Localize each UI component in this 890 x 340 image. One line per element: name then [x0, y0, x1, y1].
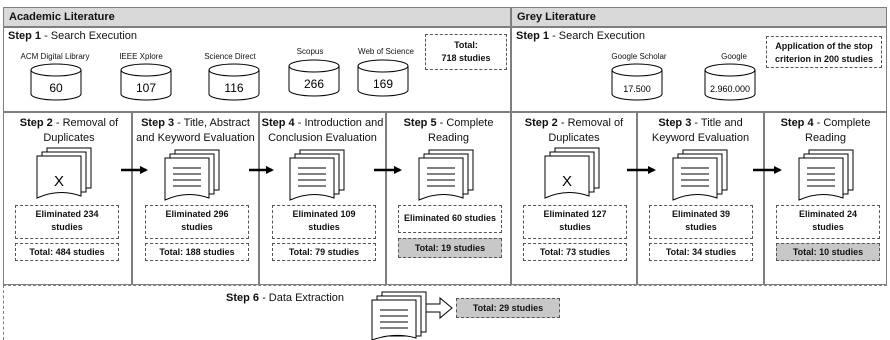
db-label-acm: ACM Digital Library	[20, 52, 90, 61]
source-count-google: 2.960.000	[710, 84, 750, 94]
academic-step5-eliminated: Eliminated 60 studies	[398, 205, 502, 233]
doc-stack-lines-icon	[371, 291, 427, 340]
academic-step5-panel	[386, 112, 511, 285]
step6-title: Step 6 - Data Extraction	[226, 292, 344, 304]
db-count-sciencedirect: 116	[224, 81, 243, 95]
db-label-ieee: IEEE Xplore	[119, 52, 163, 61]
doc-stack-lines-icon	[798, 149, 854, 201]
step6-panel-top-border	[3, 285, 887, 286]
grey-step3-total: Total: 34 studies	[649, 243, 753, 261]
academic-literature-header: Academic Literature	[3, 7, 511, 27]
doc-stack-x-icon: X	[36, 147, 92, 199]
svg-text:X: X	[562, 173, 572, 190]
doc-stack-lines-icon	[289, 149, 345, 201]
db-count-acm: 60	[49, 81, 63, 95]
db-count-scopus: 266	[304, 77, 324, 91]
database-cylinder-icon: 60	[30, 63, 82, 101]
academic-step2-total: Total: 484 studies	[15, 243, 119, 261]
academic-step4-panel	[259, 112, 386, 285]
academic-step1-panel	[3, 27, 511, 112]
grey-step1-panel	[511, 27, 887, 112]
step6-total: Total: 29 studies	[456, 298, 560, 318]
source-label-google-scholar: Google Scholar	[611, 52, 667, 61]
academic-step2-panel	[3, 112, 132, 285]
source-label-google: Google	[721, 52, 747, 61]
database-cylinder-icon: 116	[208, 63, 260, 101]
db-label-wos: Web of Science	[358, 47, 414, 56]
grey-step3-panel	[637, 112, 764, 285]
database-cylinder-icon: 2.960.000	[704, 63, 756, 101]
svg-text:X: X	[54, 173, 64, 190]
grey-step2-panel	[511, 112, 637, 285]
db-label-sciencedirect: Science Direct	[204, 52, 256, 61]
grey-step4-panel	[764, 112, 887, 285]
grey-literature-header: Grey Literature	[511, 7, 887, 27]
doc-stack-x-icon: X	[544, 147, 600, 199]
doc-stack-lines-icon	[418, 149, 474, 201]
academic-total-box: Total:718 studies	[425, 34, 507, 70]
academic-step5-total: Total: 19 studies	[398, 238, 502, 258]
block-arrow-right-icon	[425, 296, 453, 320]
doc-stack-lines-icon	[164, 149, 220, 201]
database-cylinder-icon: 169	[357, 59, 409, 97]
academic-step1-title: Step 1 - Search Execution	[8, 30, 138, 42]
grey-step2-total: Total: 73 studies	[523, 243, 627, 261]
academic-step4-total: Total: 79 studies	[272, 243, 376, 261]
database-cylinder-icon: 17.500	[611, 63, 663, 101]
step6-panel	[3, 285, 887, 340]
academic-step3-panel	[132, 112, 259, 285]
db-label-scopus: Scopus	[296, 47, 324, 56]
db-count-ieee: 107	[136, 81, 156, 95]
db-count-wos: 169	[373, 77, 393, 91]
doc-stack-lines-icon	[672, 149, 728, 201]
grey-step4-total: Total: 10 studies	[776, 243, 880, 261]
grey-step1-title: Step 1 - Search Execution	[516, 30, 646, 42]
academic-step3-total: Total: 188 studies	[145, 243, 249, 261]
source-count-google-scholar: 17.500	[623, 84, 651, 94]
database-cylinder-icon: 266	[288, 59, 340, 97]
database-cylinder-icon: 107	[120, 63, 172, 101]
